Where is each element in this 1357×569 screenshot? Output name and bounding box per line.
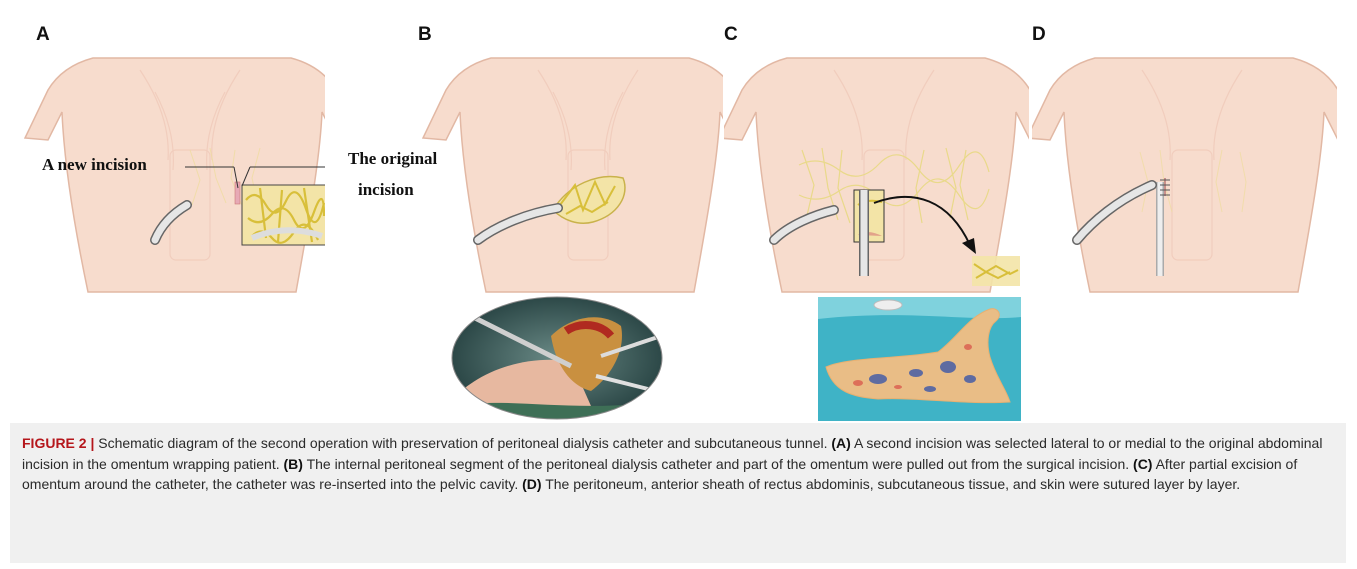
excised-omentum-photo — [818, 297, 1021, 421]
torso-illustration-d — [1032, 0, 1337, 300]
torso-illustration-b — [418, 0, 723, 300]
panel-label-b: B — [418, 24, 432, 46]
torso-illustration-a — [20, 0, 325, 300]
caption-text: FIGURE 2 | Schematic diagram of the seco… — [22, 433, 1334, 495]
caption-intro: Schematic diagram of the second operatio… — [98, 435, 827, 451]
caption-text-d: The peritoneum, anterior sheath of rectu… — [545, 476, 1240, 492]
figure-caption: FIGURE 2 | Schematic diagram of the seco… — [10, 423, 1346, 563]
panel-label-c: C — [724, 24, 738, 46]
panel-a: A — [20, 0, 325, 300]
caption-tag-a: (A) — [831, 435, 850, 451]
panel-label-d: D — [1032, 24, 1046, 46]
caption-tag-c: (C) — [1133, 456, 1152, 472]
caption-text-b: The internal peritoneal segment of the p… — [307, 456, 1130, 472]
panel-label-a: A — [36, 24, 50, 46]
surgery-photo — [451, 296, 664, 420]
panel-c: C — [724, 0, 1029, 300]
figure-label: FIGURE 2 | — [22, 435, 94, 451]
caption-tag-b: (B) — [283, 456, 302, 472]
new-incision-label: A new incision — [42, 155, 147, 175]
original-incision-label-line2: incision — [358, 180, 414, 200]
caption-tag-d: (D) — [522, 476, 541, 492]
panel-d: D — [1032, 0, 1337, 300]
torso-illustration-c — [724, 0, 1029, 300]
panel-b: B — [418, 0, 723, 300]
